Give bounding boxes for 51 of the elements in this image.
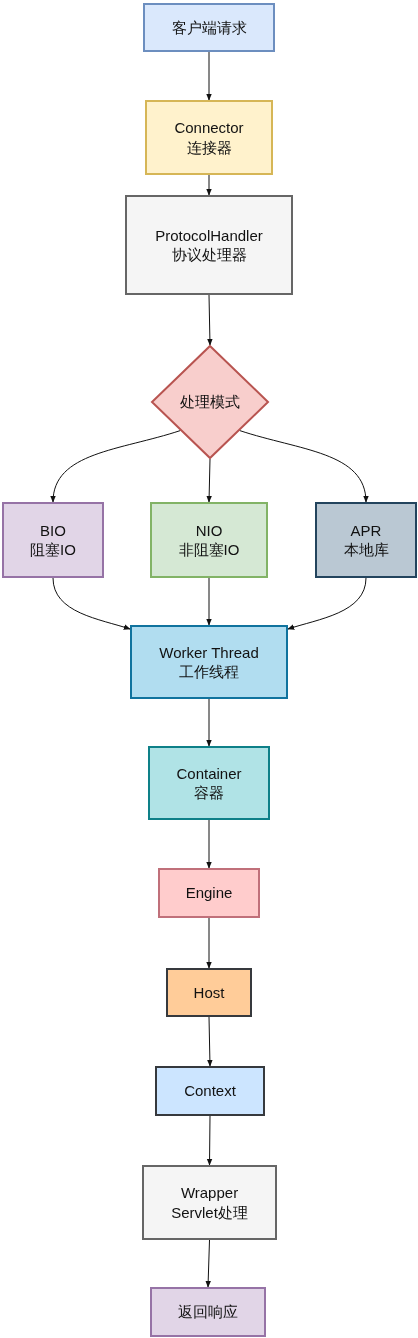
node-label: 非阻塞IO (178, 540, 240, 560)
node-label: Servlet处理 (171, 1202, 248, 1222)
process-box (125, 195, 293, 295)
process-box (155, 1066, 265, 1116)
node-label: 容器 (194, 783, 224, 803)
process-box (142, 1165, 277, 1240)
process-box (158, 868, 260, 918)
node-label: BIO (40, 520, 66, 540)
arrow (206, 174, 212, 196)
process-box (150, 502, 268, 578)
node-label: 返回响应 (178, 1302, 238, 1322)
node-label: ProtocolHandler (155, 225, 263, 245)
node-label: 协议处理器 (171, 245, 247, 265)
node-label: NIO (195, 520, 223, 540)
node-label: Wrapper (180, 1183, 239, 1203)
process-box (148, 746, 270, 820)
node-label: 处理模式 (180, 392, 240, 412)
arrow (205, 1239, 211, 1288)
node-label: APR (350, 520, 382, 540)
node-label: Engine (185, 883, 233, 903)
node-label: 连接器 (186, 137, 232, 157)
arrow (206, 698, 212, 747)
node-label: Host (193, 982, 225, 1003)
arrow (50, 430, 181, 503)
process-box (143, 3, 275, 52)
arrow (206, 458, 212, 503)
decision-diamond (151, 345, 269, 459)
arrow (206, 51, 212, 101)
process-box (166, 968, 252, 1017)
node-label: 客户端请求 (171, 17, 247, 38)
process-box (315, 502, 417, 578)
arrow (207, 1016, 213, 1067)
arrow (206, 1115, 213, 1166)
arrow (52, 577, 131, 630)
node-label: Container (176, 763, 242, 783)
arrow (206, 577, 212, 626)
node-label: Connector (174, 118, 244, 138)
arrow (207, 294, 213, 346)
process-box (130, 625, 288, 699)
node-label: 本地库 (343, 540, 389, 560)
arrow (239, 430, 369, 503)
process-box (2, 502, 104, 578)
node-label: 工作线程 (179, 662, 239, 682)
node-label: Context (184, 1081, 236, 1101)
process-box (145, 100, 273, 175)
arrow (206, 917, 212, 969)
arrow (206, 819, 212, 869)
node-label: 阻塞IO (30, 540, 76, 560)
process-box (150, 1287, 266, 1337)
arrow (287, 577, 367, 630)
node-label: Worker Thread (159, 642, 259, 662)
